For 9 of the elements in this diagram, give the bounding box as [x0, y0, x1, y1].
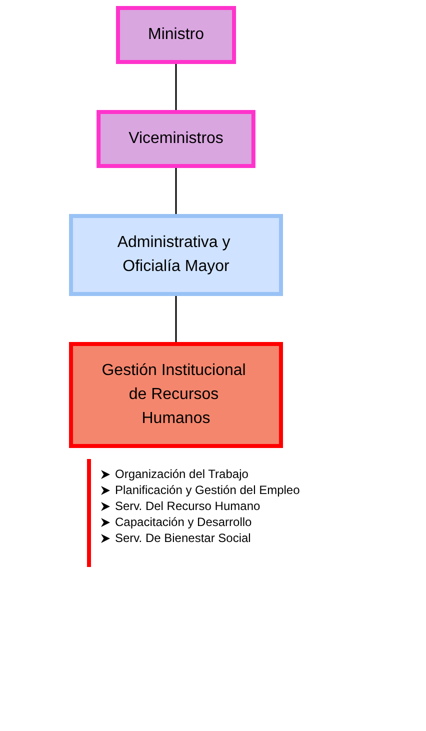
list-item: Serv. Del Recurso Humano — [115, 499, 260, 513]
node-box: Administrativa y Oficialía Mayor — [69, 214, 283, 296]
list-item: Serv. De Bienestar Social — [115, 531, 251, 545]
node-box: Ministro — [116, 6, 236, 64]
node-box: Gestión Institucional de Recursos Humanos — [69, 342, 283, 448]
list-item: Capacitación y Desarrollo — [115, 515, 252, 529]
list-item: Planificación y Gestión del Empleo — [115, 483, 300, 497]
list-item: Organización del Trabajo — [115, 467, 248, 481]
node-box: Viceministros — [96, 110, 256, 168]
